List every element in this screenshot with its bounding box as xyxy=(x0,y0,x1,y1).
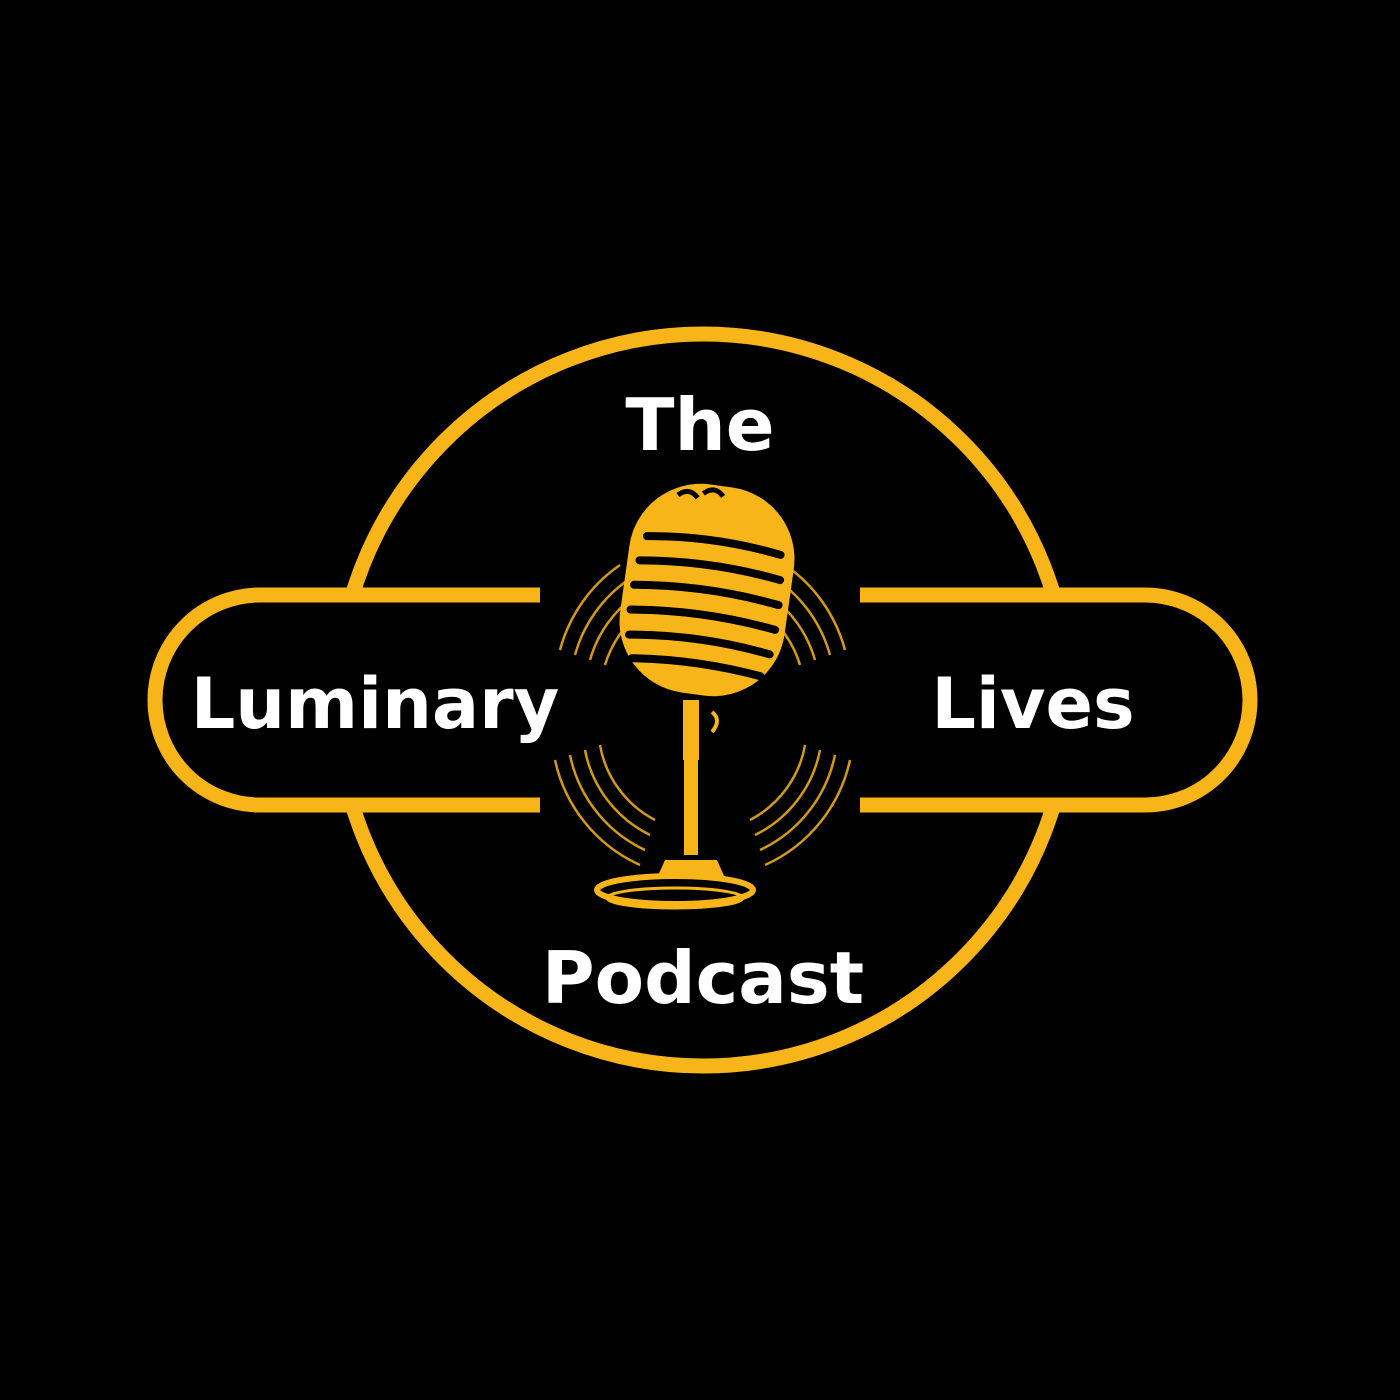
logo-title-left: Luminary xyxy=(191,663,560,745)
logo-title-right: Lives xyxy=(931,663,1134,745)
microphone-icon xyxy=(594,483,795,910)
logo-title-top: The xyxy=(625,383,774,467)
logo-title-bottom: Podcast xyxy=(542,936,864,1020)
logo-banner xyxy=(147,587,1258,813)
